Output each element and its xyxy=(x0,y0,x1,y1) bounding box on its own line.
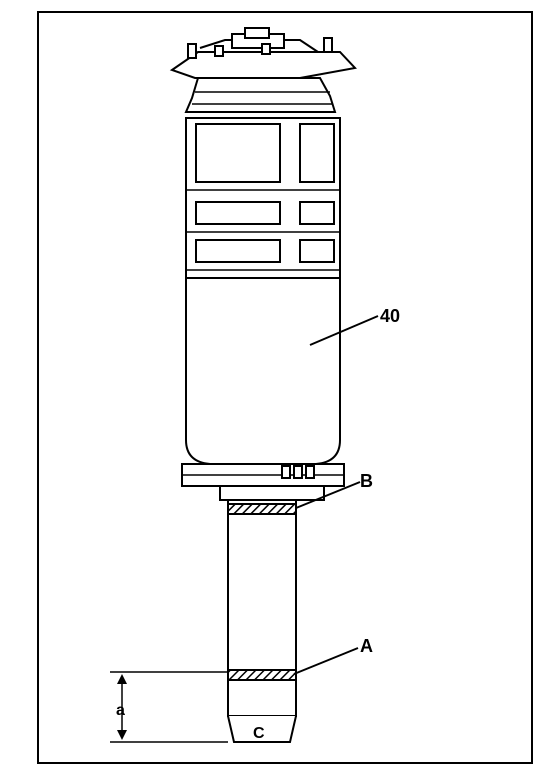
label-dimension: a xyxy=(116,702,125,719)
label-a: A xyxy=(360,636,373,656)
mark-b-band xyxy=(227,503,297,515)
diagram-frame xyxy=(37,11,533,764)
leader-a xyxy=(293,647,359,675)
leader-40 xyxy=(309,315,379,346)
leader-b xyxy=(295,481,361,509)
mark-a-band xyxy=(227,669,297,681)
label-40: 40 xyxy=(380,306,400,326)
air-bellows xyxy=(181,277,345,501)
dimension-a xyxy=(110,671,228,743)
label-c: C xyxy=(253,725,265,742)
damper-tube xyxy=(227,499,297,743)
label-b: B xyxy=(360,471,373,491)
upper-housing xyxy=(185,117,341,279)
top-mount xyxy=(169,27,357,113)
